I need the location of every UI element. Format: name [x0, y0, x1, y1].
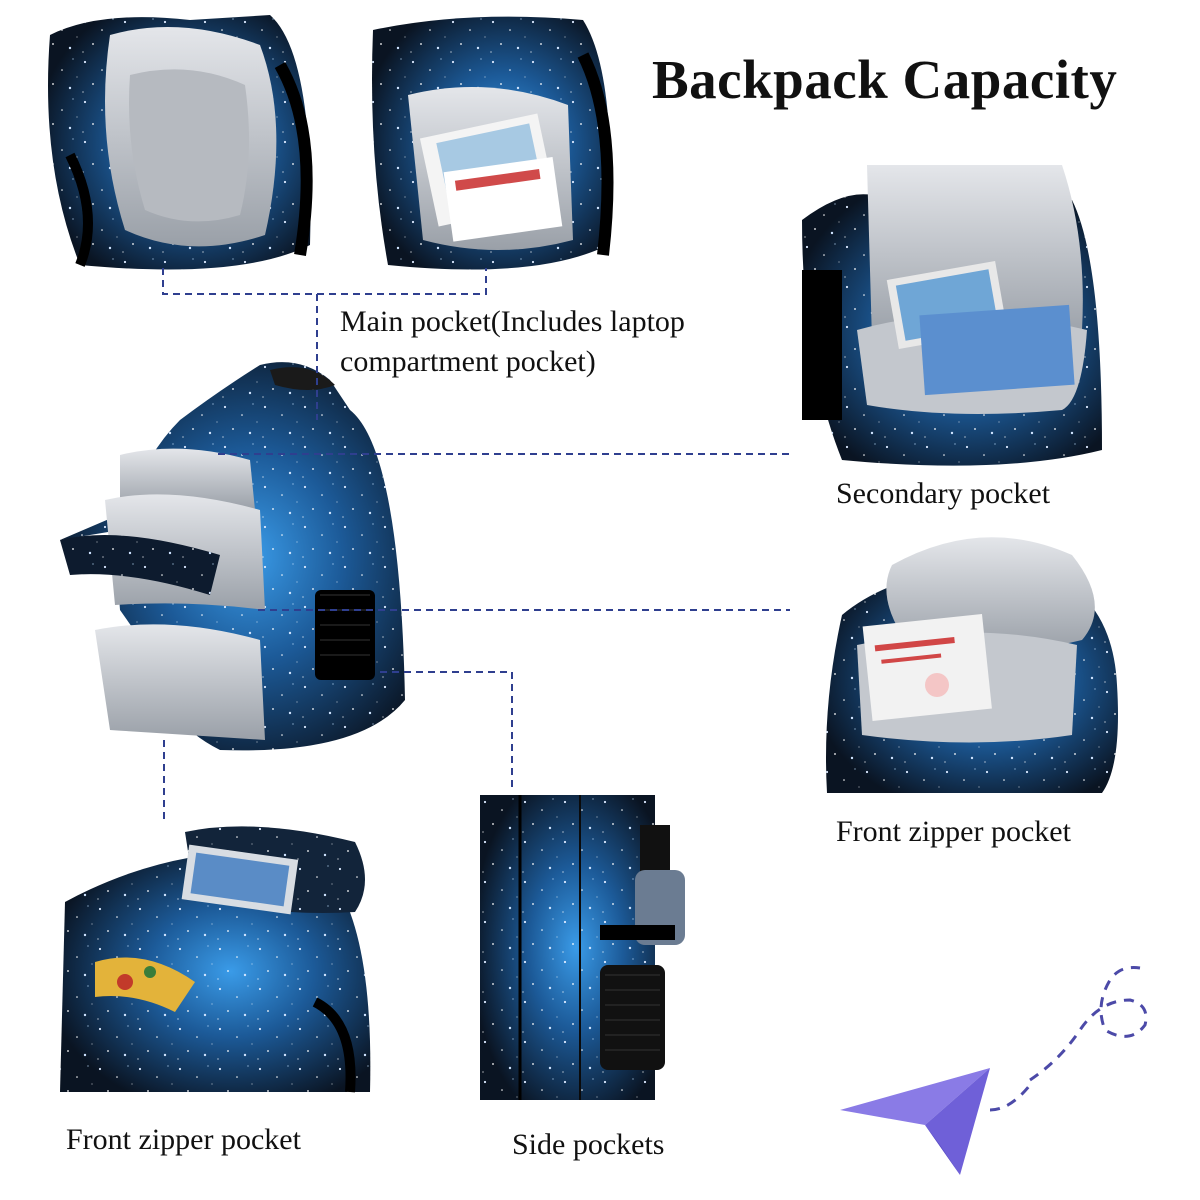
photo-main-pocket-empty [40, 15, 320, 280]
photo-backpack-front [60, 360, 420, 760]
page-title: Backpack Capacity [652, 49, 1118, 110]
label-secondary-pocket: Secondary pocket [836, 477, 1051, 510]
paper-plane-icon [840, 966, 1148, 1175]
photo-main-pocket-books [368, 15, 618, 280]
label-front-zipper-pocket-right: Front zipper pocket [836, 815, 1071, 848]
photo-side-pockets [480, 795, 690, 1100]
photo-secondary-pocket [802, 160, 1107, 470]
photo-front-zipper-pocket-right [822, 525, 1122, 795]
label-main-pocket-line1: Main pocket(Includes laptop [340, 305, 685, 338]
label-side-pockets: Side pockets [512, 1128, 665, 1161]
label-front-zipper-pocket-bottom: Front zipper pocket [66, 1123, 301, 1156]
label-main-pocket-line2: compartment pocket) [340, 345, 596, 378]
photo-front-zipper-pocket-bottom [55, 822, 375, 1097]
